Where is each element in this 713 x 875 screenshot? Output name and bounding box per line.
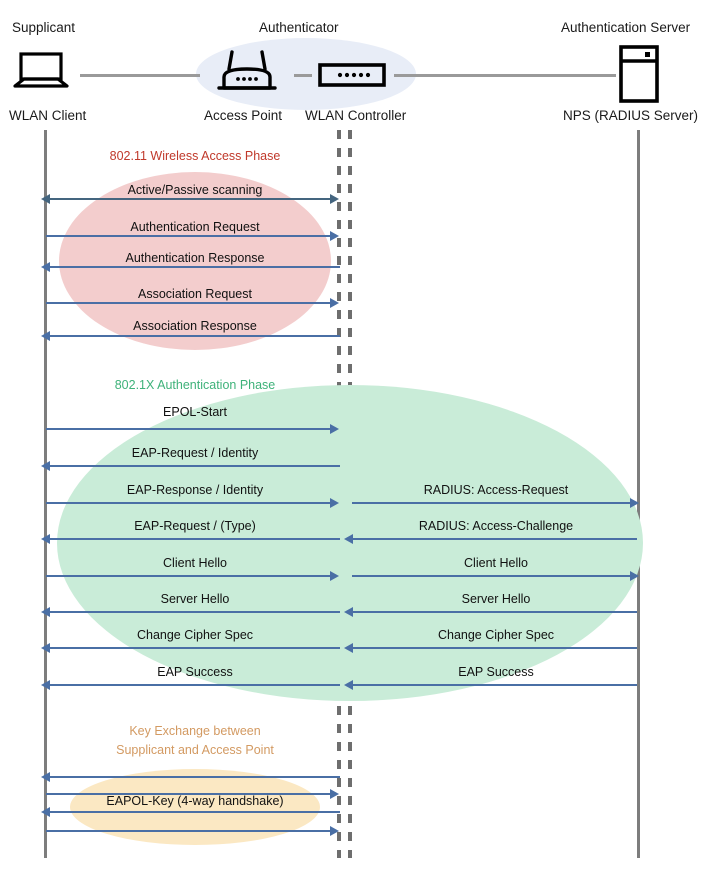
message-label-client-hello-right: Client Hello bbox=[464, 556, 528, 570]
arrowhead-right-client-hello-left bbox=[330, 571, 339, 581]
arrowhead-left-radius-access-challenge bbox=[344, 534, 353, 544]
arrowhead-left-eap-success-right bbox=[344, 680, 353, 690]
wire-controller-to-server bbox=[394, 74, 616, 77]
arrowhead-left-active-passive-scanning bbox=[41, 194, 50, 204]
actor-device-wlan-client: WLAN Client bbox=[9, 108, 87, 123]
message-arrow-eap-request-type bbox=[49, 538, 340, 540]
arrowhead-right-epol-start bbox=[330, 424, 339, 434]
arrowhead-right-active-passive-scanning bbox=[330, 194, 339, 204]
message-arrow-eap-request-identity bbox=[49, 465, 340, 467]
arrowhead-right-eap-response-identity bbox=[330, 498, 339, 508]
arrowhead-left-authentication-response bbox=[41, 262, 50, 272]
message-label-server-hello-left: Server Hello bbox=[160, 592, 230, 606]
message-label-association-request: Association Request bbox=[138, 287, 252, 301]
arrowhead-left-change-cipher-spec-left bbox=[41, 643, 50, 653]
message-arrow-server-hello-right bbox=[352, 611, 637, 613]
arrowhead-left-server-hello-left bbox=[41, 607, 50, 617]
arrowhead-right-radius-access-request bbox=[630, 498, 639, 508]
message-arrow-epol-start bbox=[46, 428, 334, 430]
actor-role-authentication-server: Authentication Server bbox=[561, 20, 691, 35]
message-arrow-radius-access-challenge bbox=[352, 538, 637, 540]
actor-device-nps-radius: NPS (RADIUS Server) bbox=[563, 108, 699, 123]
message-label-active-passive-scanning: Active/Passive scanning bbox=[127, 183, 263, 197]
message-arrow-authentication-request bbox=[46, 235, 334, 237]
arrowhead-right-authentication-request bbox=[330, 231, 339, 241]
arrowhead-left-change-cipher-spec-right bbox=[344, 643, 353, 653]
arrowhead-left-association-response bbox=[41, 331, 50, 341]
actor-device-wlan-controller: WLAN Controller bbox=[305, 108, 407, 123]
message-label-eap-success-right: EAP Success bbox=[458, 665, 534, 679]
message-label-change-cipher-spec-left: Change Cipher Spec bbox=[136, 628, 254, 642]
message-label-radius-access-challenge: RADIUS: Access-Challenge bbox=[418, 519, 574, 533]
arrowhead-left-eapol-key-3 bbox=[41, 807, 50, 817]
message-arrow-authentication-response bbox=[49, 266, 340, 268]
message-arrow-eapol-key-4 bbox=[46, 830, 334, 832]
message-arrow-eapol-key-1 bbox=[49, 776, 340, 778]
arrowhead-left-eap-success-left bbox=[41, 680, 50, 690]
message-label-authentication-request: Authentication Request bbox=[130, 220, 260, 234]
arrowhead-right-eapol-key-2 bbox=[330, 789, 339, 799]
message-arrow-eap-success-right bbox=[352, 684, 637, 686]
phase-label-dot1x-authentication: 802.1X Authentication Phase bbox=[114, 378, 276, 392]
arrowhead-right-eapol-key-4 bbox=[330, 826, 339, 836]
server-rack-icon bbox=[618, 45, 660, 108]
wire-ap-to-controller bbox=[294, 74, 312, 77]
message-arrow-client-hello-right bbox=[352, 575, 636, 577]
message-label-change-cipher-spec-right: Change Cipher Spec bbox=[437, 628, 555, 642]
network-controller-icon bbox=[318, 62, 386, 93]
message-arrow-server-hello-left bbox=[49, 611, 340, 613]
message-label-eap-request-identity: EAP-Request / Identity bbox=[131, 446, 259, 460]
message-arrow-active-passive-scanning bbox=[49, 198, 337, 200]
arrowhead-left-eap-request-type bbox=[41, 534, 50, 544]
arrowhead-right-client-hello-right bbox=[630, 571, 639, 581]
message-label-radius-access-request: RADIUS: Access-Request bbox=[423, 483, 569, 497]
message-label-eap-response-identity: EAP-Response / Identity bbox=[126, 483, 264, 497]
phase-ellipse-key-exchange bbox=[70, 769, 320, 845]
phase-label-key-exchange-line1: Key Exchange between bbox=[129, 724, 261, 738]
message-label-client-hello-left: Client Hello bbox=[163, 556, 227, 570]
actor-role-supplicant: Supplicant bbox=[12, 20, 76, 35]
lifeline-authentication-server bbox=[637, 130, 640, 858]
message-label-authentication-response: Authentication Response bbox=[125, 251, 265, 265]
message-arrow-association-request bbox=[46, 302, 334, 304]
phase-label-wireless-access: 802.11 Wireless Access Phase bbox=[109, 149, 281, 163]
message-arrow-eapol-key-2 bbox=[46, 793, 334, 795]
message-arrow-eapol-key-3 bbox=[49, 811, 340, 813]
message-label-eapol-key-4-way-handshake: EAPOL-Key (4-way handshake) bbox=[106, 794, 284, 808]
message-arrow-radius-access-request bbox=[352, 502, 636, 504]
arrowhead-left-server-hello-right bbox=[344, 607, 353, 617]
arrowhead-left-eapol-key-1 bbox=[41, 772, 50, 782]
actor-device-access-point: Access Point bbox=[204, 108, 283, 123]
phase-label-key-exchange-line2: Supplicant and Access Point bbox=[116, 743, 274, 757]
message-arrow-client-hello-left bbox=[46, 575, 334, 577]
laptop-icon bbox=[13, 52, 69, 95]
arrowhead-left-eap-request-identity bbox=[41, 461, 50, 471]
message-arrow-eap-success-left bbox=[49, 684, 340, 686]
message-label-association-response: Association Response bbox=[133, 319, 257, 333]
lifeline-supplicant bbox=[44, 130, 47, 858]
actor-role-authenticator: Authenticator bbox=[259, 20, 339, 35]
wire-client-to-ap bbox=[80, 74, 200, 77]
message-label-eap-request-type: EAP-Request / (Type) bbox=[134, 519, 256, 533]
message-arrow-eap-response-identity bbox=[46, 502, 334, 504]
message-arrow-association-response bbox=[49, 335, 340, 337]
message-label-epol-start: EPOL-Start bbox=[163, 405, 227, 419]
wireless-router-icon bbox=[216, 48, 278, 99]
arrowhead-right-association-request bbox=[330, 298, 339, 308]
message-label-eap-success-left: EAP Success bbox=[157, 665, 233, 679]
message-arrow-change-cipher-spec-right bbox=[352, 647, 637, 649]
message-label-server-hello-right: Server Hello bbox=[461, 592, 531, 606]
phase-ellipse-wireless-access bbox=[59, 172, 331, 350]
message-arrow-change-cipher-spec-left bbox=[49, 647, 340, 649]
